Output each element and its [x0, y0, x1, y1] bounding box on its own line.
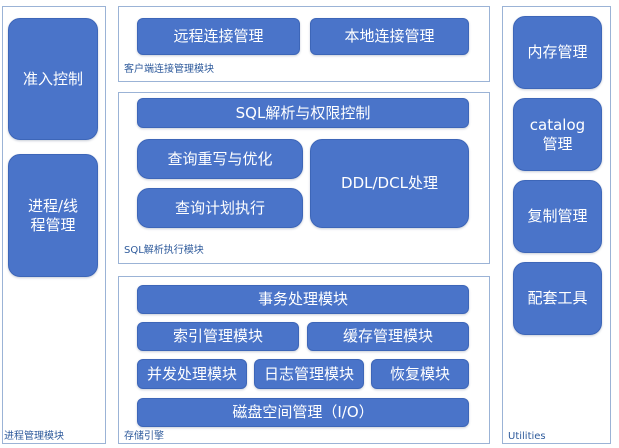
- cache-management-box[interactable]: 缓存管理模块: [307, 322, 469, 351]
- utilities-label: Utilities: [508, 431, 546, 442]
- local-connection-box[interactable]: 本地连接管理: [310, 18, 469, 55]
- sql-execution-label: SQL解析执行模块: [124, 245, 204, 256]
- log-management-box[interactable]: 日志管理模块: [254, 359, 364, 389]
- recovery-box[interactable]: 恢复模块: [371, 359, 469, 389]
- process-management-label: 进程管理模块: [4, 431, 64, 442]
- client-connection-label: 客户端连接管理模块: [124, 64, 214, 75]
- process-thread-management-box[interactable]: 进程/线 程管理: [8, 154, 98, 277]
- transaction-box[interactable]: 事务处理模块: [137, 285, 469, 314]
- remote-connection-box[interactable]: 远程连接管理: [137, 18, 300, 55]
- sql-parse-permission-box[interactable]: SQL解析与权限控制: [137, 98, 469, 128]
- supporting-tools-box[interactable]: 配套工具: [513, 262, 602, 335]
- disk-space-box[interactable]: 磁盘空间管理（I/O）: [137, 398, 469, 427]
- query-rewrite-box[interactable]: 查询重写与优化: [137, 139, 303, 179]
- index-management-box[interactable]: 索引管理模块: [137, 322, 299, 351]
- catalog-management-box[interactable]: catalog 管理: [513, 98, 602, 171]
- ddl-dcl-box[interactable]: DDL/DCL处理: [310, 139, 469, 228]
- memory-management-box[interactable]: 内存管理: [513, 16, 602, 89]
- admission-control-box[interactable]: 准入控制: [8, 18, 98, 140]
- query-execute-box[interactable]: 查询计划执行: [137, 188, 303, 228]
- concurrency-box[interactable]: 并发处理模块: [137, 359, 247, 389]
- replication-management-box[interactable]: 复制管理: [513, 180, 602, 253]
- storage-engine-label: 存储引擎: [124, 431, 164, 442]
